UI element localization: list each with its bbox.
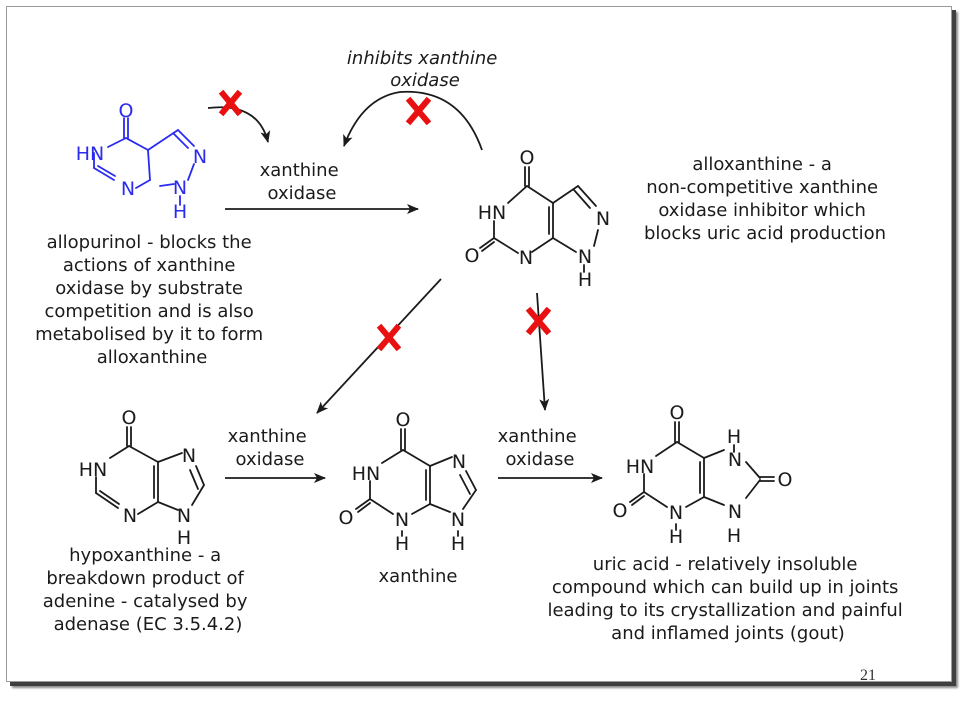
atom-label: O — [670, 402, 685, 424]
atom-label: N — [728, 449, 742, 471]
xanthine-structure: O HN O N H N N H — [339, 409, 477, 555]
block-cross-icon — [376, 323, 402, 352]
atom-label: H — [727, 525, 741, 547]
page-number: 21 — [860, 667, 876, 684]
atom-label: N — [121, 178, 135, 200]
atom-label: N — [395, 509, 409, 531]
atom-label: N — [123, 505, 137, 527]
xanthine-caption: xanthine — [378, 566, 457, 587]
atom-label: O — [122, 407, 137, 429]
atom-label: N — [669, 502, 683, 524]
allopurinol-inhibition-arrow — [207, 106, 271, 143]
inhibits-label: inhibits xanthine oxidase — [347, 48, 503, 91]
atom-label: N — [177, 505, 191, 527]
block-cross-icon — [405, 96, 432, 126]
atom-label: O — [613, 500, 628, 522]
atom-label: H — [669, 526, 683, 548]
uric-acid-structure: O HN O N H H N N H O — [613, 402, 793, 548]
atom-label: N — [182, 445, 196, 467]
atom-label: H — [451, 533, 465, 555]
atom-label: O — [396, 409, 411, 431]
atom-label: N — [519, 247, 533, 269]
atom-label: N — [596, 208, 610, 230]
atom-label: HN — [626, 456, 655, 478]
allopurinol-structure: O HN N N N H — [76, 100, 207, 223]
atom-label: N — [193, 146, 207, 168]
atom-label: N — [451, 509, 465, 531]
atom-label: H — [727, 426, 741, 448]
hypoxanthine-structure: O HN N N N H — [79, 407, 205, 549]
atom-label: N — [578, 246, 592, 268]
atom-label: O — [520, 147, 535, 169]
atom-label: HN — [76, 143, 105, 165]
atom-label: HN — [478, 202, 507, 224]
enzyme-label: xanthine oxidase — [260, 160, 345, 204]
atom-label: N — [173, 177, 187, 199]
blocked-pathway-arrow — [536, 292, 550, 411]
slide-frame — [6, 6, 952, 682]
hypoxanthine-caption: hypoxanthine - a breakdown product of ad… — [43, 545, 253, 635]
atom-label: N — [728, 501, 742, 523]
atom-label: N — [452, 451, 466, 473]
atom-label: H — [173, 201, 187, 223]
alloxanthine-structure: O HN O N N N H — [465, 147, 611, 291]
atom-label: O — [778, 469, 793, 491]
alloxanthine-caption: alloxanthine - a non-competitive xanthin… — [644, 154, 886, 244]
atom-label: O — [339, 507, 354, 529]
atom-label: H — [578, 269, 592, 291]
atom-label: HN — [352, 463, 381, 485]
atom-label: H — [395, 533, 409, 555]
enzyme-label: xanthine oxidase — [498, 426, 583, 470]
atom-label: O — [119, 100, 134, 122]
atom-label: O — [465, 245, 480, 267]
atom-label: H — [177, 527, 191, 549]
uric-acid-caption: uric acid - relatively insoluble compoun… — [547, 554, 908, 644]
block-cross-icon — [218, 89, 243, 117]
feedback-inhibition-arrow — [343, 90, 483, 151]
allopurinol-caption: allopurinol - blocks the actions of xant… — [35, 232, 269, 368]
block-cross-icon — [525, 306, 552, 336]
enzyme-label: xanthine oxidase — [228, 426, 313, 470]
atom-label: HN — [79, 459, 108, 481]
